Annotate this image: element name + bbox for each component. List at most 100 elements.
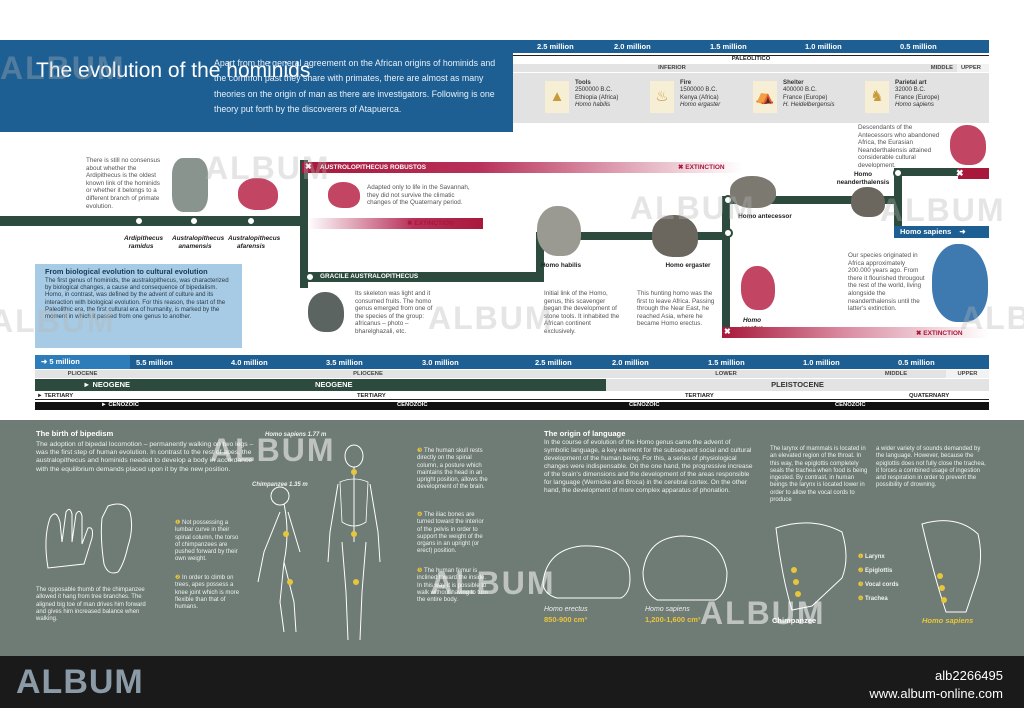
thumb-text: The opposable thumb of the chimpanzee al… — [36, 587, 146, 623]
cultural-title: From biological evolution to cultural ev… — [45, 267, 208, 276]
sapiens-cc-label: 1,200-1,600 cm³ — [645, 615, 701, 624]
antecessor-label: Homo antecessor — [738, 213, 792, 220]
sapiens-brain-label: Homo sapiens — [645, 606, 690, 613]
neanderthal-branch — [894, 168, 902, 236]
top-tick: 0.5 million — [900, 42, 937, 51]
cenozoic-row: ► CENOZOIC CENOZOIC CENOZOIC CENOZOIC — [35, 402, 989, 410]
intro-text: Apart from the general agreement on the … — [214, 58, 496, 115]
top-tick: 1.0 million — [805, 42, 842, 51]
afarensis-label: Australopithecus afarensis — [228, 235, 281, 250]
sapiens-height-label: Homo sapiens 1.77 m — [265, 432, 327, 438]
stone-tool-icon: ▲ — [545, 81, 569, 113]
habilis-text: Initial link of the Homo, genus, this sc… — [544, 290, 620, 335]
parts-legend: ❶ Larynx ❷ Epiglottis ❸ Vocal cords ❹ Tr… — [858, 554, 899, 602]
extinction-label: ✖ EXTINCTION — [407, 220, 454, 227]
epoch-label: PLIOCENE — [35, 370, 130, 378]
note-2: ❷ In order to climb on trees, apes posse… — [175, 575, 240, 611]
epoch-label: PLIOCENE — [130, 370, 606, 378]
note-1: ❶ Not possessing a lumbar curve in their… — [175, 520, 239, 563]
erectus-brain-label: Homo erectus — [544, 606, 588, 613]
brain-skulls-illustration — [542, 535, 728, 601]
tertiary-row: ► TERTIARY TERTIARY TERTIARY QUATERNARY — [35, 393, 989, 400]
ergaster-label: Homo ergaster — [665, 262, 711, 269]
branch-line — [300, 160, 308, 288]
habilis-skull-image — [537, 206, 581, 256]
ardipithecus-text: There is still no consensus about whethe… — [86, 157, 161, 210]
main-tick: 1.0 million — [803, 358, 840, 367]
main-tick: 2.0 million — [612, 358, 649, 367]
jaw-fossil-image — [172, 158, 208, 212]
habilis-label: Homo habilis — [540, 262, 582, 269]
page-title: The evolution of the hominids — [36, 59, 311, 82]
top-tick: 2.0 million — [614, 42, 651, 51]
chimp-throat-illustration — [775, 522, 847, 611]
album-logo: ALBUM — [16, 663, 144, 701]
extinction-label: ✖ EXTINCTION — [678, 164, 725, 171]
antecessor-skull-image — [730, 176, 776, 208]
skeleton-illustration — [257, 444, 381, 641]
main-tick: ➜ 5 million — [41, 357, 80, 366]
robustos-bar: AUSTROLOPITHECUS ROBUSTOS — [302, 162, 742, 173]
robustos-text: Adapted only to life in the Savannah, th… — [367, 184, 470, 207]
neogene-bar: ► NEOGENE NEOGENE — [35, 379, 606, 391]
pleistocene-bar: PLEISTOCENE — [606, 379, 989, 391]
erectus-skull-image — [741, 266, 775, 310]
chimp-label: Chimpanzee — [772, 616, 817, 625]
node-marker — [893, 168, 903, 178]
language-title: The origin of language — [544, 429, 626, 438]
upper-label: UPPER — [957, 64, 989, 72]
cave-art-icon: ♞ — [865, 81, 889, 113]
afarensis-skull-image — [238, 178, 278, 210]
chimp-height-label: Chimpanzee 1.35 m — [252, 482, 308, 488]
erectus-end-bar — [722, 327, 989, 338]
main-tick: 3.0 million — [422, 358, 459, 367]
divider — [513, 55, 989, 56]
homo-sapiens-label: Homo sapiens — [922, 616, 974, 625]
ergaster-text: This hunting homo was the first to leave… — [637, 290, 715, 328]
middle-label: MIDDLE — [831, 64, 957, 72]
top-tick: 2.5 million — [537, 42, 574, 51]
hand-foot-illustration — [45, 503, 133, 574]
top-timeline-bar — [513, 40, 989, 53]
trunk-line — [0, 216, 300, 226]
gracile-bar: GRACILE AUSTRALOPITHECUS — [302, 272, 536, 282]
main-tick: 0.5 million — [898, 358, 935, 367]
inferior-label: INFERIOR — [513, 64, 831, 72]
title-panel: The evolution of the hominids Apart from… — [0, 40, 513, 132]
image-code: alb2266495 — [935, 668, 1003, 683]
node-marker — [723, 228, 733, 238]
main-tick: 4.0 million — [231, 358, 268, 367]
top-tick: 1.5 million — [710, 42, 747, 51]
neanderthal-label: Homo neanderthalensis — [836, 171, 890, 186]
note-4: ❹ The iliac bones are turned toward the … — [417, 512, 484, 555]
antecessor-line — [722, 196, 894, 204]
epoch-label: LOWER — [606, 370, 846, 378]
bottom-panel: The birth of bipedism The adoption of bi… — [0, 420, 1024, 656]
note-5: ❺ The human femur is inclined toward the… — [417, 568, 488, 604]
homo-branch-line — [536, 232, 544, 282]
sapiens-bar: Homo sapiens ➜ — [894, 226, 989, 238]
node-marker — [305, 272, 315, 282]
main-tick: 2.5 million — [535, 358, 572, 367]
epoch-label: UPPER — [946, 370, 989, 378]
neanderthal-end — [958, 168, 989, 179]
main-timeline-start — [35, 355, 130, 369]
main-timeline-bar — [35, 355, 989, 369]
footer-bar: ALBUM alb2266495 www.album-online.com — [0, 656, 1024, 708]
erectus-line — [722, 196, 730, 334]
main-tick: 1.5 million — [708, 358, 745, 367]
sapiens-text: Our species originated in Africa approxi… — [848, 252, 925, 313]
anamensis-label: Australopithecus anamensis — [172, 235, 225, 250]
ergaster-skull-image — [652, 215, 698, 257]
main-tick: 5.5 million — [136, 358, 173, 367]
larynx-text-2: a wider variety of sounds demanded by th… — [876, 446, 986, 489]
larynx-text: The larynx of mammals is located in an e… — [770, 446, 868, 504]
cross-icon: ✖ — [956, 168, 964, 178]
website-link[interactable]: www.album-online.com — [869, 686, 1003, 701]
node-marker — [134, 216, 144, 226]
